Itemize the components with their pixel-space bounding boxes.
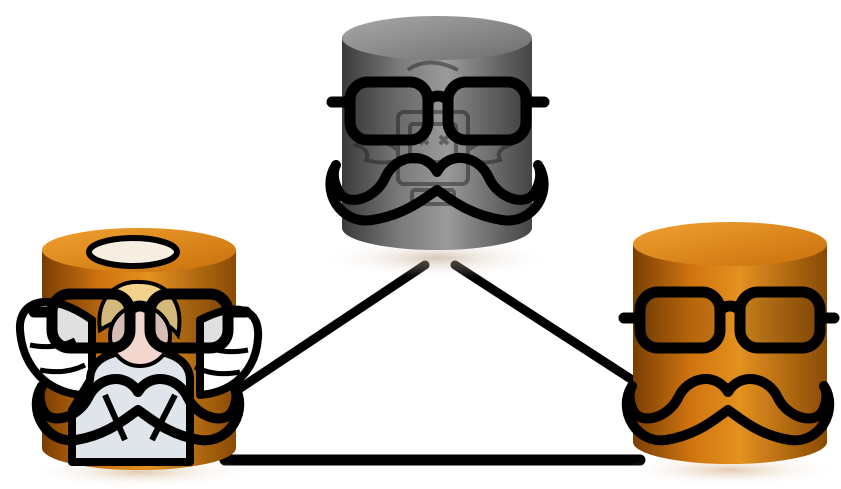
- database-node-top[interactable]: [322, 16, 552, 278]
- database-cylinder-top: [342, 16, 532, 60]
- glasses-icon: [28, 288, 252, 354]
- mustache-icon: [31, 374, 245, 446]
- node-shadow: [322, 238, 552, 278]
- database-cylinder-top: [633, 222, 827, 266]
- halo-icon: [86, 235, 180, 269]
- database-cylinder: [633, 244, 827, 464]
- glasses-icon: [326, 76, 550, 146]
- mustache-icon: [325, 152, 549, 226]
- database-node-right[interactable]: [618, 222, 840, 486]
- node-shadow: [620, 454, 840, 486]
- database-node-left[interactable]: [15, 228, 263, 488]
- mustache-icon: [621, 374, 835, 446]
- edge-top-right: [450, 260, 645, 390]
- database-cylinder: [342, 38, 532, 250]
- glasses-icon: [618, 286, 840, 354]
- edges: [219, 260, 646, 466]
- edge-top-left: [225, 260, 430, 400]
